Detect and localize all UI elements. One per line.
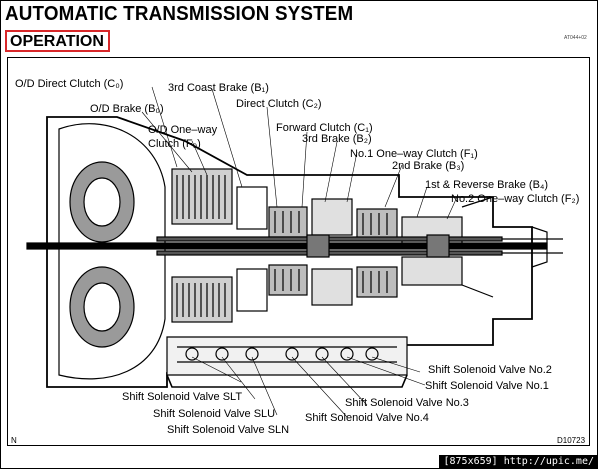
- reference-code: AT044+02: [564, 35, 587, 41]
- drawing-code: D10723: [557, 436, 586, 445]
- label-3rd-brake: 3rd Brake (B₂): [302, 133, 372, 145]
- label-solenoid-slu: Shift Solenoid Valve SLU: [153, 408, 276, 420]
- label-od-one-way-clutch-1: O/D One–way: [148, 124, 218, 136]
- label-forward-clutch: Forward Clutch (C₁): [276, 122, 373, 134]
- label-solenoid-slt: Shift Solenoid Valve SLT: [122, 391, 243, 403]
- label-solenoid-no3: Shift Solenoid Valve No.3: [345, 397, 469, 409]
- label-solenoid-no2: Shift Solenoid Valve No.2: [428, 364, 552, 376]
- label-od-brake: O/D Brake (B₀): [90, 103, 164, 115]
- section-title: OPERATION: [5, 30, 110, 52]
- label-1st-reverse-brake: 1st & Reverse Brake (B₄): [425, 179, 549, 191]
- label-3rd-coast-brake: 3rd Coast Brake (B₁): [168, 82, 269, 94]
- label-no2-one-way-clutch: No.2 One–way Clutch (F₂): [451, 193, 580, 205]
- label-no1-one-way-clutch: No.1 One–way Clutch (F₁): [350, 148, 478, 160]
- page-title: AUTOMATIC TRANSMISSION SYSTEM: [5, 3, 354, 25]
- label-solenoid-no4: Shift Solenoid Valve No.4: [305, 412, 429, 424]
- label-od-one-way-clutch-2: Clutch (F₀): [148, 138, 201, 150]
- label-direct-clutch: Direct Clutch (C₂): [236, 98, 322, 110]
- diagram-box: [7, 57, 590, 446]
- label-solenoid-no1: Shift Solenoid Valve No.1: [425, 380, 549, 392]
- corner-mark: N: [11, 436, 17, 445]
- transmission-cutaway-illustration: [26, 86, 563, 418]
- label-od-direct-clutch: O/D Direct Clutch (C₀): [15, 78, 124, 90]
- label-2nd-brake: 2nd Brake (B₃): [392, 160, 465, 172]
- label-solenoid-sln: Shift Solenoid Valve SLN: [167, 424, 290, 436]
- watermark: [875x659] http://upic.me/: [439, 455, 598, 469]
